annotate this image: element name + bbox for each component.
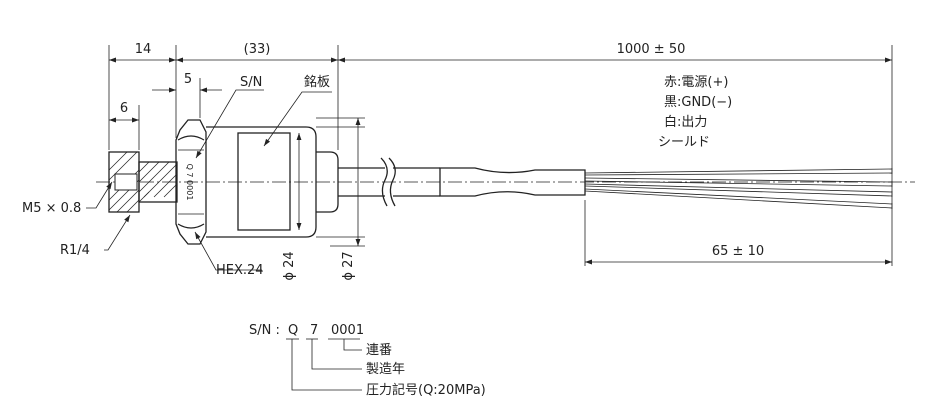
r14-callout: R1/4 (60, 243, 90, 258)
nameplate-callout: 銘板 (304, 75, 330, 90)
leader-sn (195, 89, 264, 159)
extension-lines (108, 45, 893, 266)
serial-code-q: Q (288, 323, 298, 338)
sn-callout: S/N (240, 75, 262, 90)
serial-item-pressure: 圧力記号(Q:20MPa) (366, 382, 486, 398)
dim-phi27-label: ϕ 27 (341, 251, 356, 280)
dim-33-label: (33) (244, 42, 271, 57)
wire-shield-label: シールド (658, 135, 710, 150)
dim-6-label: 6 (120, 101, 128, 116)
wire-black-label: 黒:GND(−) (664, 95, 732, 110)
hex-callout: HEX.24 (216, 263, 264, 278)
dim-1000-label: 1000 ± 50 (617, 42, 686, 57)
serial-item-sequence: 連番 (366, 343, 392, 358)
threaded-fitting (108, 151, 178, 213)
lead-wires (584, 168, 893, 209)
wire-white-label: 白:出力 (664, 114, 707, 130)
cable (338, 157, 586, 207)
leader-hex (194, 231, 262, 271)
leader-r14 (104, 214, 131, 251)
hex-nut: Q 7 0001 (175, 119, 207, 245)
leader-nameplate (263, 91, 332, 147)
sensor-body (206, 126, 339, 238)
wire-red-label: 赤:電源(+) (664, 75, 728, 90)
nameplate (237, 132, 291, 231)
serial-item-year: 製造年 (366, 362, 405, 377)
dim-65-label: 65 ± 10 (712, 244, 764, 259)
dim-14-label: 14 (135, 42, 152, 57)
serial-code-number: 0001 (331, 323, 364, 338)
dim-5-label: 5 (184, 72, 192, 87)
serial-legend: S/N : Q 7 0001 連番 製造年 圧力記号(Q:20MPa) (249, 323, 486, 398)
nut-engraving: Q 7 0001 (185, 164, 194, 201)
wire-legend: 赤:電源(+) 黒:GND(−) 白:出力 シールド (658, 75, 732, 150)
dim-phi24-label: ϕ 24 (282, 251, 297, 280)
leader-m5 (86, 181, 113, 209)
serial-prefix: S/N : (249, 323, 280, 338)
serial-code-7: 7 (310, 323, 318, 338)
m5-callout: M5 × 0.8 (22, 201, 81, 216)
